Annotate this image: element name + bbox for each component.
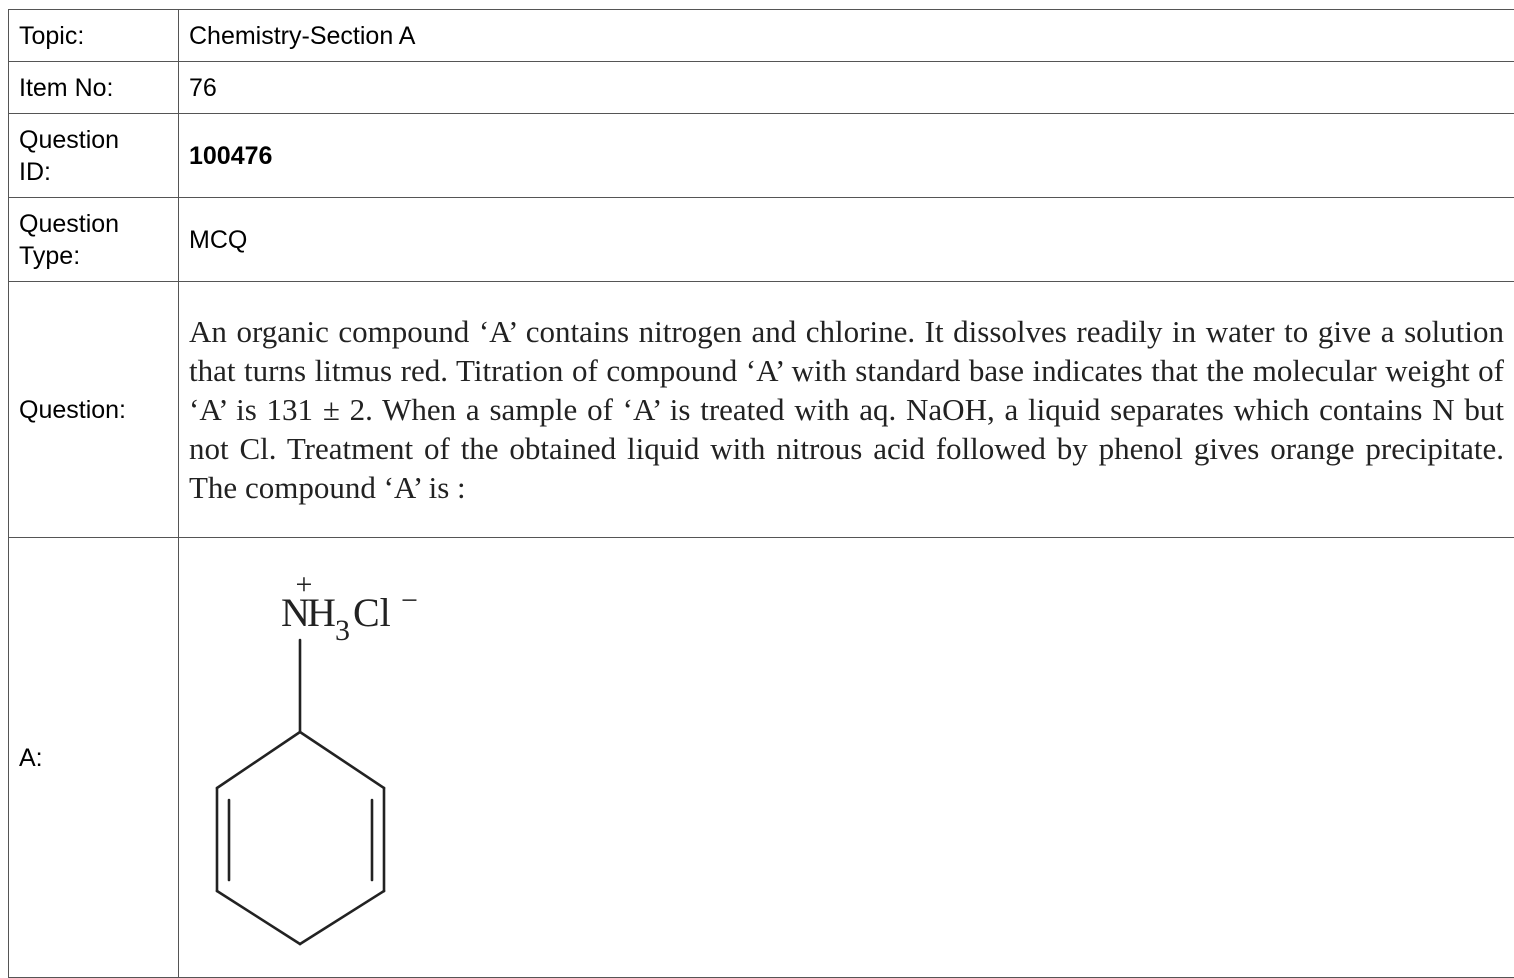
item-no-label: Item No: bbox=[9, 62, 179, 114]
row-topic: Topic: Chemistry-Section A bbox=[9, 10, 1514, 62]
cyclohexadiene-ring bbox=[217, 640, 384, 944]
question-id-label-line2: ID: bbox=[19, 156, 168, 188]
question-label: Question: bbox=[9, 282, 179, 538]
topic-value: Chemistry-Section A bbox=[179, 10, 1514, 62]
question-table: Topic: Chemistry-Section A Item No: 76 Q… bbox=[8, 9, 1514, 978]
question-id-value: 100476 bbox=[179, 114, 1514, 198]
option-a-structure: + N H 3 Cl − bbox=[189, 552, 469, 972]
row-option-a: A: + N H 3 Cl − bbox=[9, 538, 1514, 978]
ring-bond-bottom-left bbox=[217, 891, 300, 944]
ring-bond-bottom-right bbox=[300, 891, 384, 944]
row-question-type: Question Type: MCQ bbox=[9, 198, 1514, 282]
option-a-label: A: bbox=[9, 538, 179, 978]
item-no-value: 76 bbox=[179, 62, 1514, 114]
question-id-label: Question ID: bbox=[9, 114, 179, 198]
question-id-label-line1: Question bbox=[19, 124, 168, 156]
question-type-value: MCQ bbox=[179, 198, 1514, 282]
ring-bond-top-left bbox=[217, 732, 300, 788]
hydrogen-subscript: 3 bbox=[335, 614, 350, 647]
question-type-label-line1: Question bbox=[19, 208, 168, 240]
option-a-cell: + N H 3 Cl − bbox=[179, 538, 1514, 978]
row-question: Question: An organic compound ‘A’ contai… bbox=[9, 282, 1514, 538]
question-type-label-line2: Type: bbox=[19, 240, 168, 272]
chloride-minus-charge: − bbox=[401, 584, 418, 617]
row-item-no: Item No: 76 bbox=[9, 62, 1514, 114]
chlorine-symbol: Cl bbox=[353, 590, 391, 635]
question-text: An organic compound ‘A’ contains nitroge… bbox=[189, 306, 1504, 513]
question-cell: An organic compound ‘A’ contains nitroge… bbox=[179, 282, 1514, 538]
hydrogen-symbol: H bbox=[307, 590, 336, 635]
nitrogen-symbol: N bbox=[281, 590, 310, 635]
question-type-label: Question Type: bbox=[9, 198, 179, 282]
row-question-id: Question ID: 100476 bbox=[9, 114, 1514, 198]
topic-label: Topic: bbox=[9, 10, 179, 62]
ring-bond-top-right bbox=[300, 732, 384, 788]
